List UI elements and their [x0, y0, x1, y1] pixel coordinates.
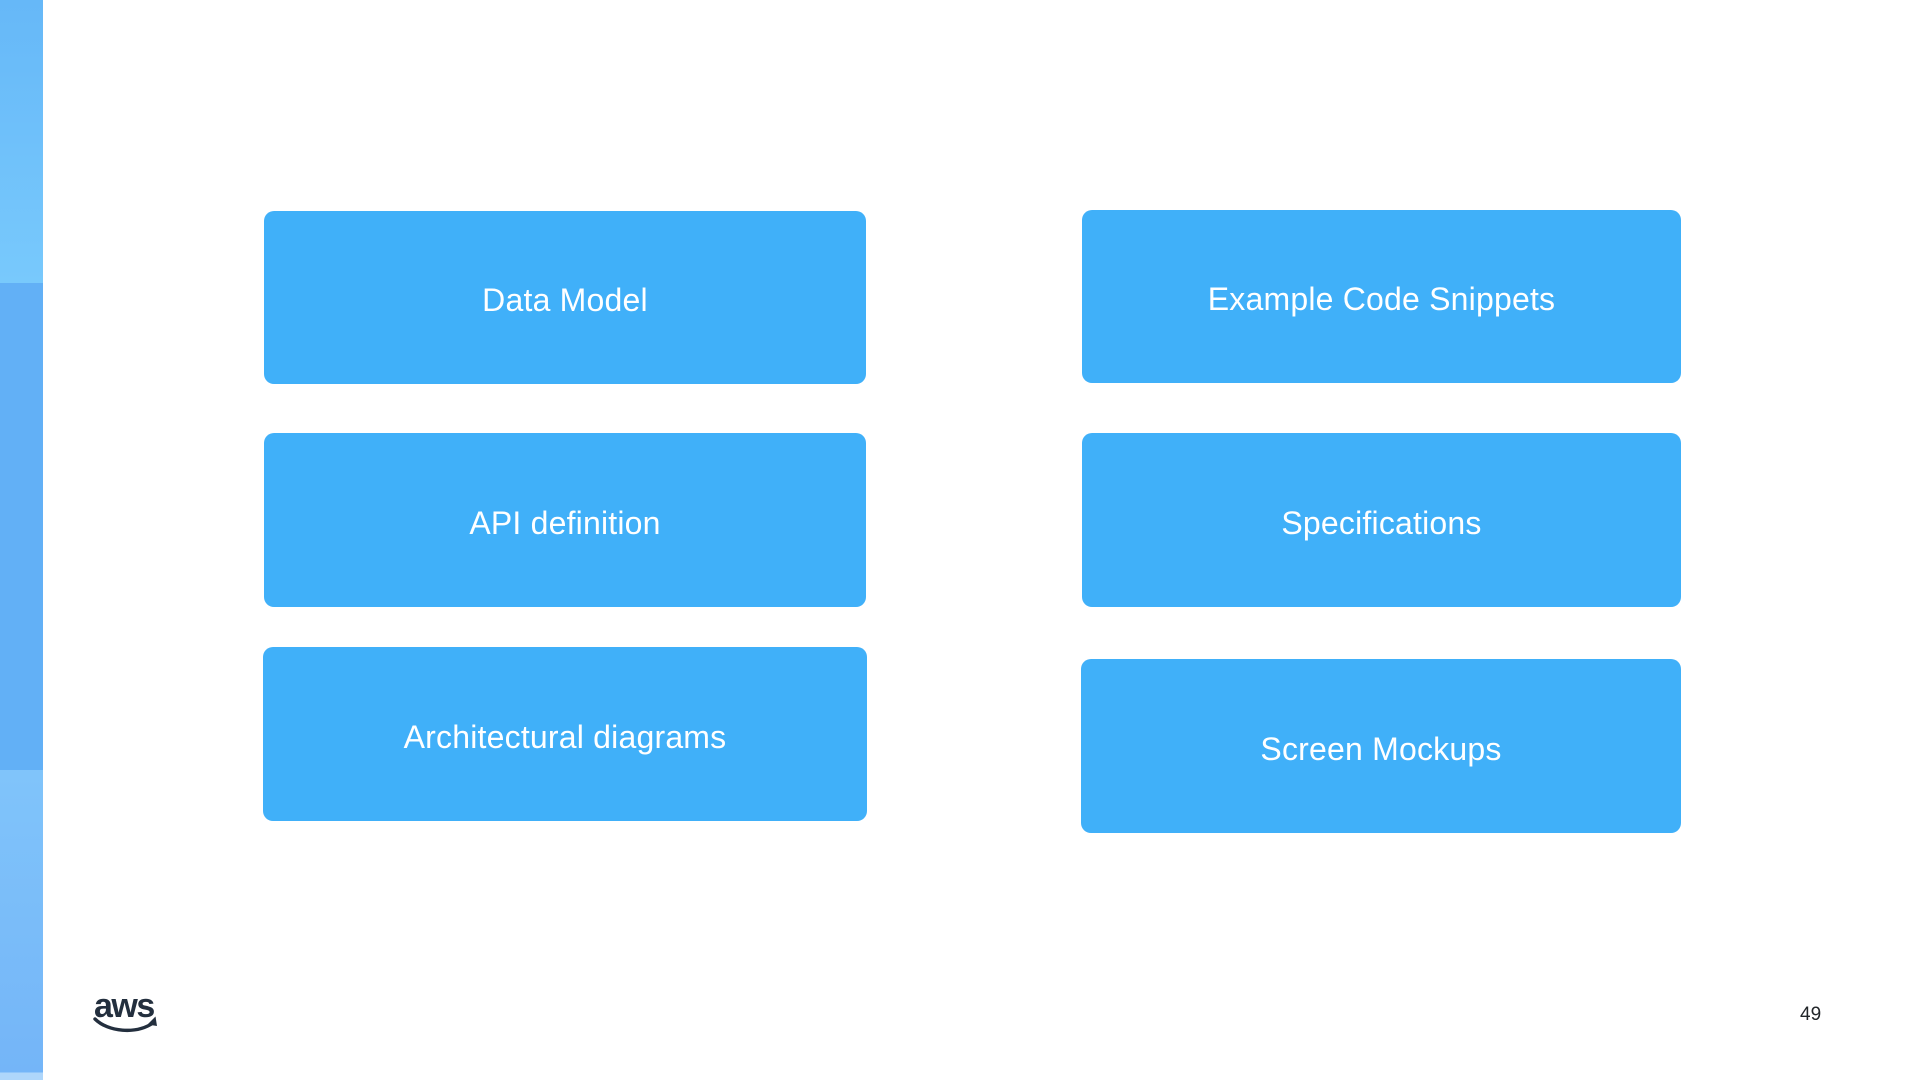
aws-logo-text: aws	[94, 987, 155, 1025]
box-specifications: Specifications	[1082, 433, 1681, 607]
box-label: Architectural diagrams	[403, 718, 727, 755]
box-label: Specifications	[1281, 504, 1482, 541]
box-api-definition: API definition	[264, 433, 866, 607]
box-data-model: Data Model	[264, 211, 866, 384]
box-architectural-diagrams: Architectural diagrams	[263, 647, 867, 821]
box-label: Data Model	[482, 282, 648, 318]
left-accent-stripe	[0, 0, 43, 1080]
page-number: 49	[1800, 1004, 1822, 1025]
box-label: Example Code Snippets	[1207, 281, 1556, 317]
aws-logo: aws	[92, 987, 162, 1039]
box-label: Screen Mockups	[1260, 730, 1502, 767]
aws-smile-icon	[93, 1016, 157, 1033]
box-label: API definition	[469, 504, 661, 541]
box-screen-mockups: Screen Mockups	[1081, 659, 1681, 833]
box-example-code-snippets: Example Code Snippets	[1082, 210, 1681, 383]
